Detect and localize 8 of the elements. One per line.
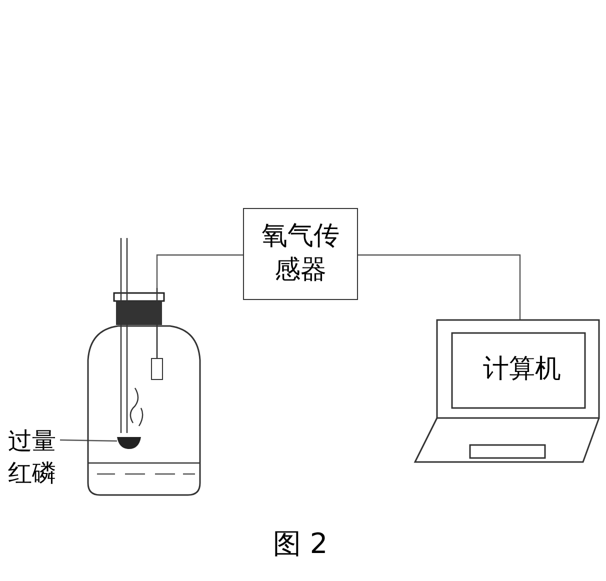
combustion-spoon [117, 436, 141, 450]
sensor-probe [151, 358, 163, 380]
bottle-drawing [85, 238, 203, 498]
figure-caption: 图 2 [273, 526, 328, 562]
sensor-box: 氧气传感器 [243, 208, 358, 300]
leader-line [60, 439, 118, 442]
chemical-label: 过量红磷 [8, 425, 60, 491]
connecting-wire [358, 254, 521, 320]
